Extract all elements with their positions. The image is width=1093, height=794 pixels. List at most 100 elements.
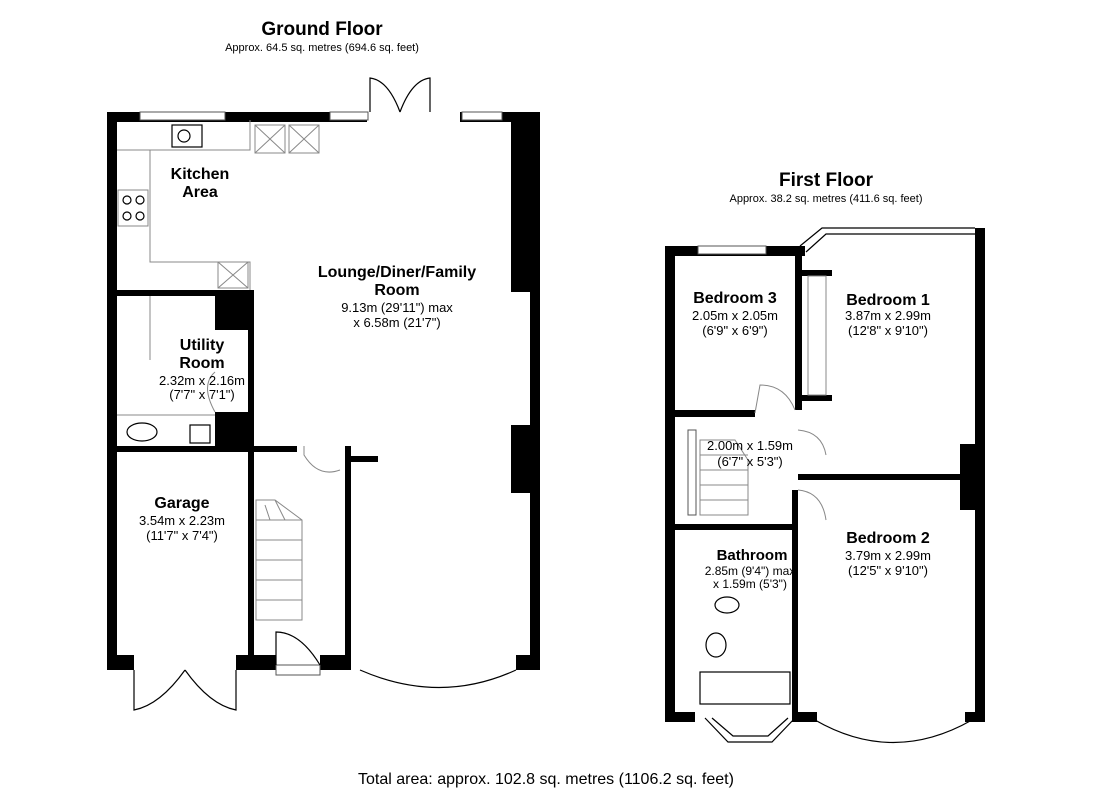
bath-wall-right [792,490,798,720]
bed1-wall-left [802,270,832,276]
hob-ring-2 [135,195,145,205]
gf-french-doors-top [369,77,431,113]
utility-dim-metric: 2.32m x 2.16m [159,373,245,388]
utility-dim-imperial: (7'7" x 7'1") [169,387,235,402]
hall-wall-left [248,446,254,670]
wc-first [714,596,740,614]
bedroom3-dim-imperial: (6'9" x 6'9") [702,323,768,338]
gf-wall-right-bottom [516,655,540,670]
bed1-wall-left-lower [802,395,832,401]
bed3-wall-bottom [675,410,755,417]
bed3-wall-right [795,250,802,410]
landing-wall-mid [798,474,978,480]
bed1-wardrobe [807,275,827,396]
utility-door-swing [207,371,216,413]
gf-wall-right [530,112,540,670]
utility-basin [189,424,211,444]
utility-wall-block [215,296,254,330]
roof-light-2 [288,124,320,154]
lounge-dim-metric: 9.13m (29'11") max [341,300,453,315]
front-door-swing [275,631,321,666]
bedroom3-name: Bedroom 3 [693,290,777,307]
bath-bay-window [704,717,796,743]
utility-counter [117,296,215,416]
ff-wall-left [665,246,675,722]
kitchen-name-line2: Area [182,184,218,201]
front-wall-left [254,655,276,670]
bathroom-dim-imperial: x 1.59m (5'3") [713,577,787,591]
ground-floor-plan [107,77,540,711]
utility-wall-top [117,290,254,296]
landing-dim-metric: 2.00m x 1.59m [707,438,793,453]
bay-wall-left [329,655,351,670]
ff-window-bed3 [697,245,767,255]
bedroom2-name: Bedroom 2 [846,530,930,547]
roof-light-3 [217,261,249,289]
utility-wall-block-bottom [215,412,254,446]
gf-staircase [255,499,303,621]
bathroom-dim-metric: 2.85m (9'4") max [705,564,796,578]
bedroom2-dim-metric: 3.79m x 2.99m [845,548,931,563]
ff-wall-bottom-left [665,712,695,722]
hob-ring-1 [122,195,132,205]
hob-ring-3 [122,211,132,221]
bedroom3-dim-metric: 2.05m x 2.05m [692,308,778,323]
ff-wall-bottom-right [965,712,985,722]
bed1-bay-window [799,227,975,253]
bedroom1-dim-imperial: (12'8" x 9'10") [848,323,928,338]
gf-window-lounge-left [329,111,369,121]
roof-light-1 [254,124,286,154]
bathroom-name: Bathroom [717,547,788,564]
hall-wall-top-right [345,456,378,462]
wc-ground [126,422,158,442]
garage-wall-bottom-left [107,655,134,670]
landing-dim-imperial: (6'7" x 5'3") [717,454,783,469]
ground-floor-area: Approx. 64.5 sq. metres (694.6 sq. feet) [225,42,419,54]
bed2-door-swing [797,489,827,521]
hob [117,189,149,227]
gf-wall-left [107,112,117,670]
total-area: Total area: approx. 102.8 sq. metres (11… [358,771,734,788]
bedroom2-dim-imperial: (12'5" x 9'10") [848,563,928,578]
utility-name-line1: Utility [180,337,225,354]
bed1-door-swing [797,429,827,456]
utility-wall-right [248,296,254,446]
ff-staircase [687,429,749,516]
gf-wall-top-left [107,112,367,122]
garage-doors [133,669,237,711]
first-floor-title: First Floor [779,170,874,191]
hall-door-swing [303,446,341,473]
garage-dim-imperial: (11'7" x 7'4") [146,528,218,543]
bathtub [699,671,791,705]
ff-wall-right [975,228,985,722]
utility-name-line2: Room [179,355,224,372]
bath-basin [705,632,727,658]
lounge-name-line2: Room [374,282,419,299]
ff-wall-bottom-mid [792,712,817,722]
bedroom1-dim-metric: 3.87m x 2.99m [845,308,931,323]
garage-dim-metric: 3.54m x 2.23m [139,513,225,528]
kitchen-name-line1: Kitchen [171,166,230,183]
first-floor-plan [665,227,985,744]
bath-wall-top [675,524,798,530]
kitchen-sink-bowl [177,129,191,143]
gf-bay-window [359,669,517,688]
garage-name: Garage [154,495,209,512]
hall-wall-right [345,446,351,670]
front-door-step [275,664,321,676]
garage-wall-bottom-right [236,655,254,670]
utility-wall-bottom [117,446,297,452]
ground-floor-title: Ground Floor [261,19,383,40]
gf-window-lounge-right [461,111,503,121]
bedroom1-name: Bedroom 1 [846,292,930,309]
gf-window-kitchen [139,111,226,121]
lounge-dim-imperial: x 6.58m (21'7") [353,315,440,330]
ff-wall-right-block1 [960,444,985,474]
first-floor-area: Approx. 38.2 sq. metres (411.6 sq. feet) [729,193,922,205]
kitchen-sink [171,124,203,148]
lounge-name-line1: Lounge/Diner/Family [318,264,476,281]
bed3-door-swing [754,384,796,414]
ff-wall-right-block2 [960,478,985,510]
hob-ring-4 [135,211,145,221]
